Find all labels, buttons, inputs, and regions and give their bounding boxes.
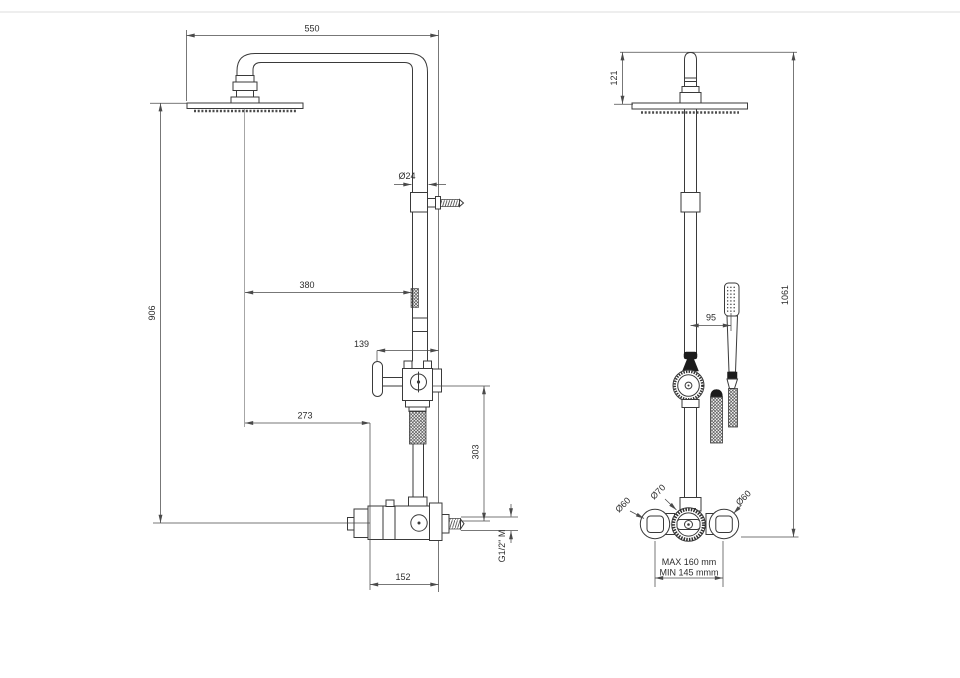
front-view: 121 1061 95 Ø60 Ø70 Ø60 MAX 160 mm MIN 1 [609, 51, 799, 587]
screw-tip [459, 198, 465, 208]
dim-left-knob-diameter: Ø60 [613, 495, 632, 514]
dim-head-to-mixer: 273 [297, 411, 312, 421]
mixer-front [639, 497, 740, 542]
hand-shower-hose [728, 388, 738, 428]
dim-overall-height: 906 [147, 305, 157, 320]
dim-mixer-depth: 152 [395, 572, 410, 582]
front-view-dimensions: 121 1061 95 Ø60 Ø70 Ø60 MAX 160 mm MIN 1 [609, 52, 799, 587]
screw-head [435, 196, 441, 210]
column-front [680, 108, 701, 354]
shower-arm-and-riser [236, 53, 428, 362]
diverter-front [672, 351, 705, 499]
dim-connection-min: MIN 145 mmm [659, 568, 718, 578]
diverter-lever-front [683, 351, 698, 360]
dim-head-to-riser: 380 [299, 280, 314, 290]
diverter-lever [372, 361, 383, 397]
dim-outlet-thread: G1/2" M [497, 530, 507, 563]
dim-head-drop: 121 [609, 70, 619, 85]
hose-front [710, 389, 723, 444]
slider-ring [410, 288, 419, 308]
arm-front [679, 51, 702, 105]
diverter-valve-side [372, 360, 442, 412]
dim-diverter-to-mixer: 303 [471, 444, 481, 459]
side-view-dimensions: 550 Ø24 906 380 139 273 3 [147, 24, 518, 590]
dim-total-height: 1061 [780, 285, 790, 305]
hand-shower-handle [726, 315, 739, 373]
hand-shower [724, 282, 740, 428]
screw-thread [440, 199, 460, 207]
side-view: 550 Ø24 906 380 139 273 3 [147, 24, 518, 592]
rain-head-side [186, 102, 304, 113]
head-ball-joint [230, 75, 260, 104]
hand-shower-face [727, 286, 737, 313]
mixer-wall-plate [429, 502, 443, 541]
wall-bracket [410, 192, 465, 213]
column-sleeve [680, 192, 701, 213]
dim-handshower-offset: 95 [706, 313, 716, 323]
handshower-hose-side [408, 410, 428, 508]
lever-stem [382, 377, 403, 387]
dim-center-diameter: Ø70 [648, 482, 667, 501]
mixer-side [347, 499, 465, 541]
dim-connection-max: MAX 160 mm [662, 557, 717, 567]
dim-right-knob-diameter: Ø60 [734, 488, 753, 507]
dim-lever-to-wall: 139 [354, 339, 369, 349]
outlet-thread [448, 518, 461, 530]
rain-head-front [631, 102, 748, 114]
dim-arm-length: 550 [304, 24, 319, 34]
dim-riser-diameter: Ø24 [398, 171, 415, 181]
